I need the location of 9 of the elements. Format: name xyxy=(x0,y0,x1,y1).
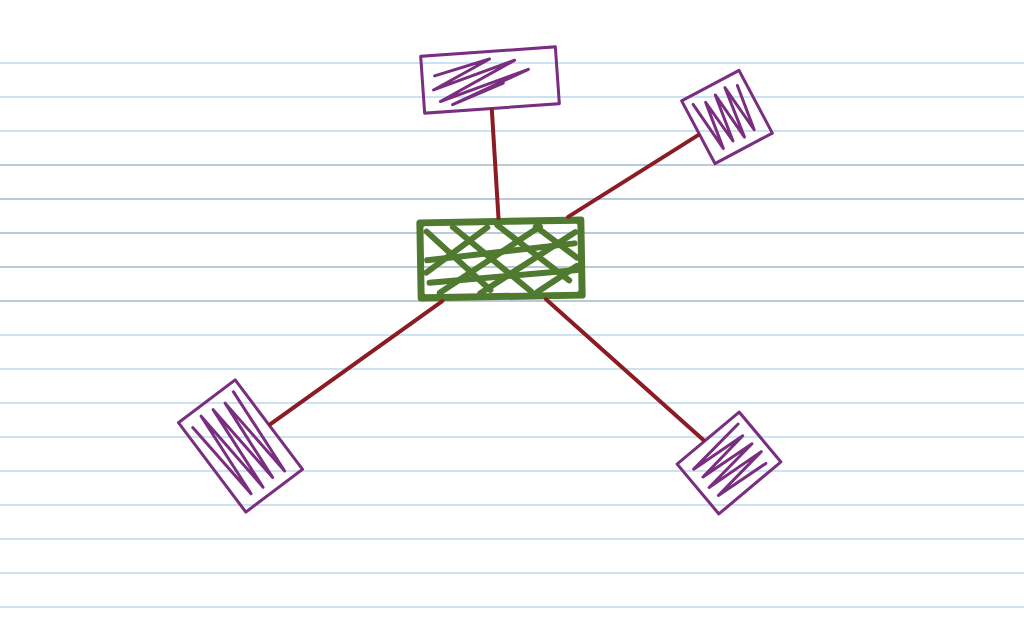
cross-hatched-box xyxy=(416,216,586,302)
connector-line xyxy=(489,107,501,221)
connector-line xyxy=(268,299,445,427)
connector-line xyxy=(566,133,701,219)
scribbled-box xyxy=(175,377,305,515)
scribbled-box xyxy=(674,409,784,517)
scribbled-box xyxy=(419,45,561,115)
scribbled-box xyxy=(679,68,775,166)
connector-line xyxy=(543,297,706,443)
